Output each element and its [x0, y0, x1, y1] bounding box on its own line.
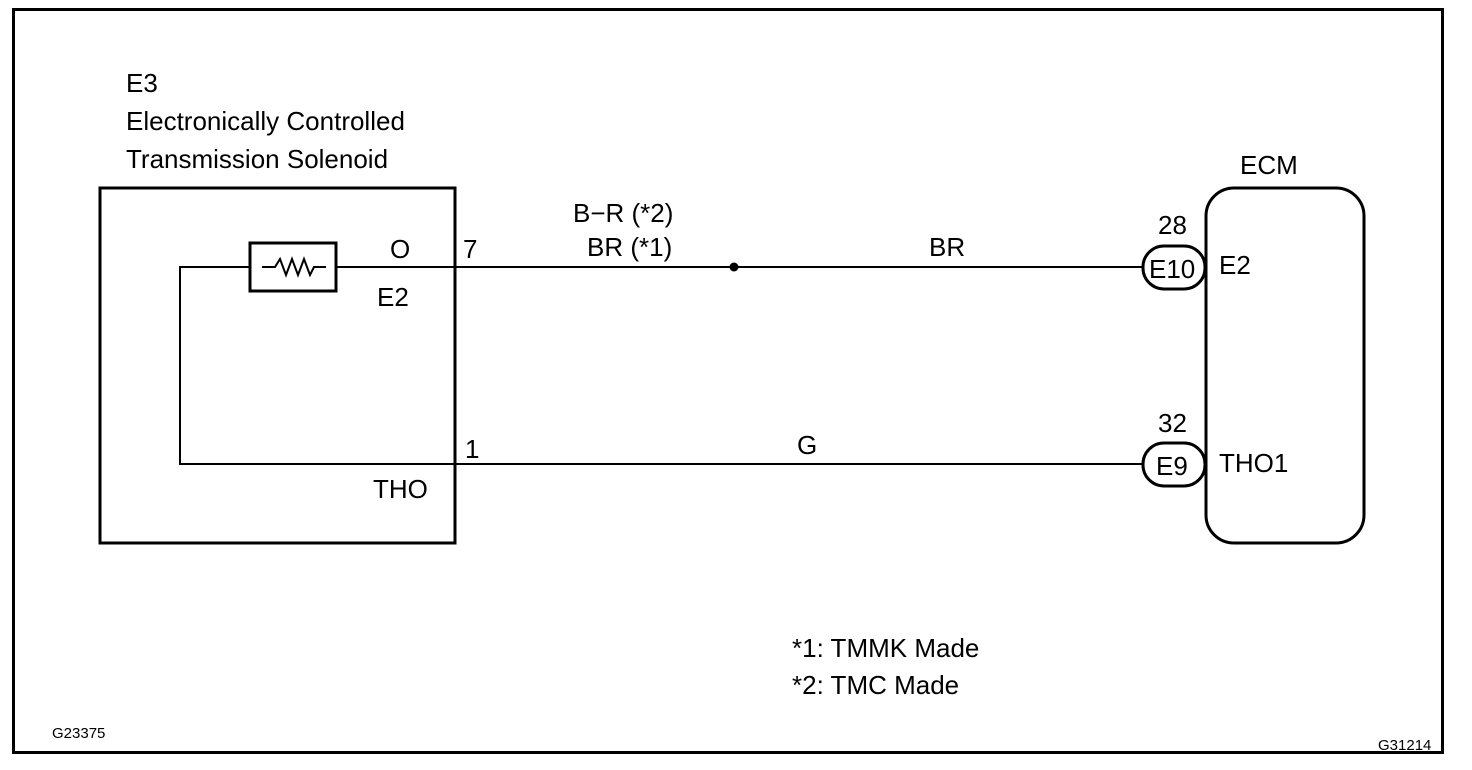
splice-point — [729, 262, 739, 272]
wire-color-br-1: BR (*1) — [587, 232, 673, 262]
ecm-terminal-e2: E2 — [1219, 250, 1251, 280]
pin-1-label: 1 — [465, 434, 480, 464]
connector-e10 — [1141, 244, 1207, 291]
pin-tho-label: THO — [373, 474, 428, 504]
connector-e9 — [1141, 441, 1207, 488]
solenoid-code: E3 — [126, 68, 158, 98]
connector-e10-label: E10 — [1149, 254, 1196, 284]
figure-id-left: G23375 — [52, 725, 106, 742]
connector-e9-label: E9 — [1156, 451, 1188, 481]
ecm-box — [1204, 186, 1366, 545]
ecm-terminal-tho1: THO1 — [1219, 448, 1289, 478]
note-tmc: *2: TMC Made — [792, 670, 960, 700]
solenoid-box — [98, 186, 457, 545]
wire-color-br: BR — [929, 232, 966, 262]
pin-e2-label: E2 — [377, 282, 409, 312]
note-tmmk: *1: TMMK Made — [792, 633, 980, 663]
ecm-title: ECM — [1240, 150, 1298, 180]
resistor-zigzag — [262, 256, 326, 278]
pin-7-label: 7 — [463, 234, 478, 264]
figure-id-right: G31214 — [1378, 737, 1432, 754]
ecm-pin-32: 32 — [1158, 408, 1187, 438]
wire-color-g: G — [797, 430, 818, 460]
wire-color-br-2: B−R (*2) — [573, 198, 674, 228]
solenoid-internal-wire — [179, 266, 455, 465]
solenoid-name-line2: Transmission Solenoid — [126, 144, 389, 174]
solenoid-name-line1: Electronically Controlled — [126, 106, 405, 136]
ecm-pin-28: 28 — [1158, 210, 1187, 240]
diagram-frame — [12, 8, 1444, 754]
pin-o-label: O — [390, 234, 411, 264]
